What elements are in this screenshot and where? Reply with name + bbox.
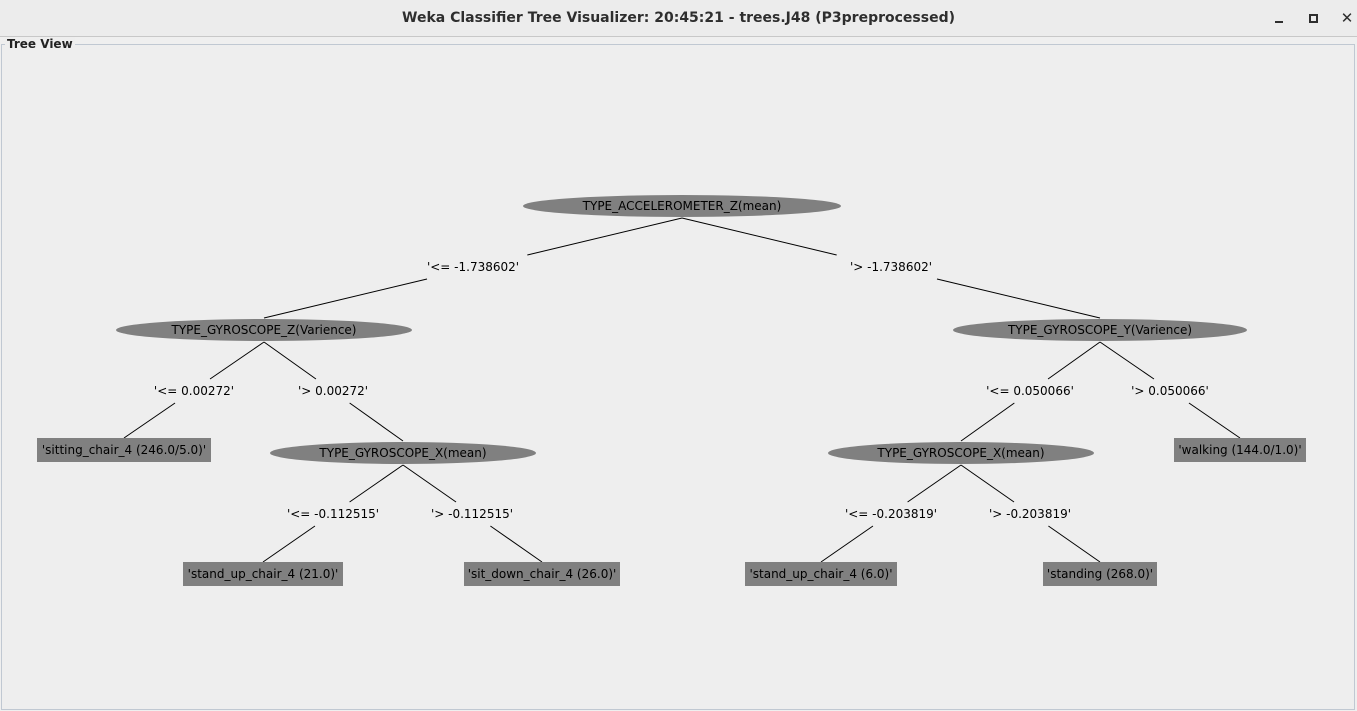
edge-label: '<= 0.00272' [154,384,234,398]
close-button[interactable]: ✕ [1337,8,1357,28]
minimize-icon [1275,21,1283,23]
maximize-icon [1308,13,1318,23]
node-label: 'sit_down_chair_4 (26.0)' [468,567,617,581]
tree-edge [262,464,404,563]
edge-label: '<= 0.050066' [986,384,1074,398]
leaf-node[interactable]: 'stand_up_chair_4 (21.0)' [183,562,343,586]
node-label: TYPE_GYROSCOPE_X(mean) [876,446,1044,460]
leaf-node[interactable]: 'sit_down_chair_4 (26.0)' [464,562,620,586]
node-label: TYPE_GYROSCOPE_X(mean) [318,446,486,460]
tree-edge [263,341,404,442]
panel-title: Tree View [5,37,75,51]
split-node[interactable]: TYPE_ACCELEROMETER_Z(mean) [523,195,841,217]
node-label: TYPE_GYROSCOPE_Z(Varience) [170,323,356,337]
edge-label: '> 0.00272' [298,384,368,398]
tree-edge [402,464,543,563]
node-label: TYPE_GYROSCOPE_Y(Varience) [1007,323,1192,337]
edge-label: '<= -0.112515' [287,507,379,521]
tree-edge [960,341,1101,442]
tree-edge [681,217,1101,319]
window-title: Weka Classifier Tree Visualizer: 20:45:2… [402,10,955,26]
edge-label: '> -1.738602' [850,260,932,274]
leaf-node[interactable]: 'walking (144.0/1.0)' [1174,438,1306,462]
leaf-node[interactable]: 'sitting_chair_4 (246.0/5.0)' [37,438,211,462]
split-node[interactable]: TYPE_GYROSCOPE_X(mean) [270,442,536,464]
leaf-node[interactable]: 'standing (268.0)' [1043,562,1157,586]
node-label: 'standing (268.0)' [1047,567,1153,581]
tree-view-panel [1,44,1355,710]
split-node[interactable]: TYPE_GYROSCOPE_X(mean) [828,442,1094,464]
close-icon: ✕ [1340,8,1354,27]
tree-edge [960,464,1101,563]
minimize-button[interactable] [1269,8,1289,28]
node-label: 'walking (144.0/1.0)' [1178,443,1301,457]
tree-edge [263,217,683,319]
window-titlebar[interactable]: Weka Classifier Tree Visualizer: 20:45:2… [0,0,1357,37]
edge-label: '> -0.112515' [431,507,513,521]
leaf-node[interactable]: 'stand_up_chair_4 (6.0)' [745,562,897,586]
tree-edge [820,464,962,563]
tree-edge [1099,341,1241,439]
node-label: 'sitting_chair_4 (246.0/5.0)' [42,443,206,457]
split-node[interactable]: TYPE_GYROSCOPE_Z(Varience) [116,319,412,341]
edge-label: '<= -0.203819' [845,507,937,521]
maximize-button[interactable] [1303,8,1323,28]
node-label: 'stand_up_chair_4 (6.0)' [749,567,892,581]
tree-edge [123,341,265,439]
node-label: 'stand_up_chair_4 (21.0)' [188,567,339,581]
edge-label: '<= -1.738602' [427,260,519,274]
split-node[interactable]: TYPE_GYROSCOPE_Y(Varience) [953,319,1247,341]
edge-label: '> 0.050066' [1131,384,1209,398]
node-label: TYPE_ACCELEROMETER_Z(mean) [582,199,782,213]
edge-label: '> -0.203819' [989,507,1071,521]
